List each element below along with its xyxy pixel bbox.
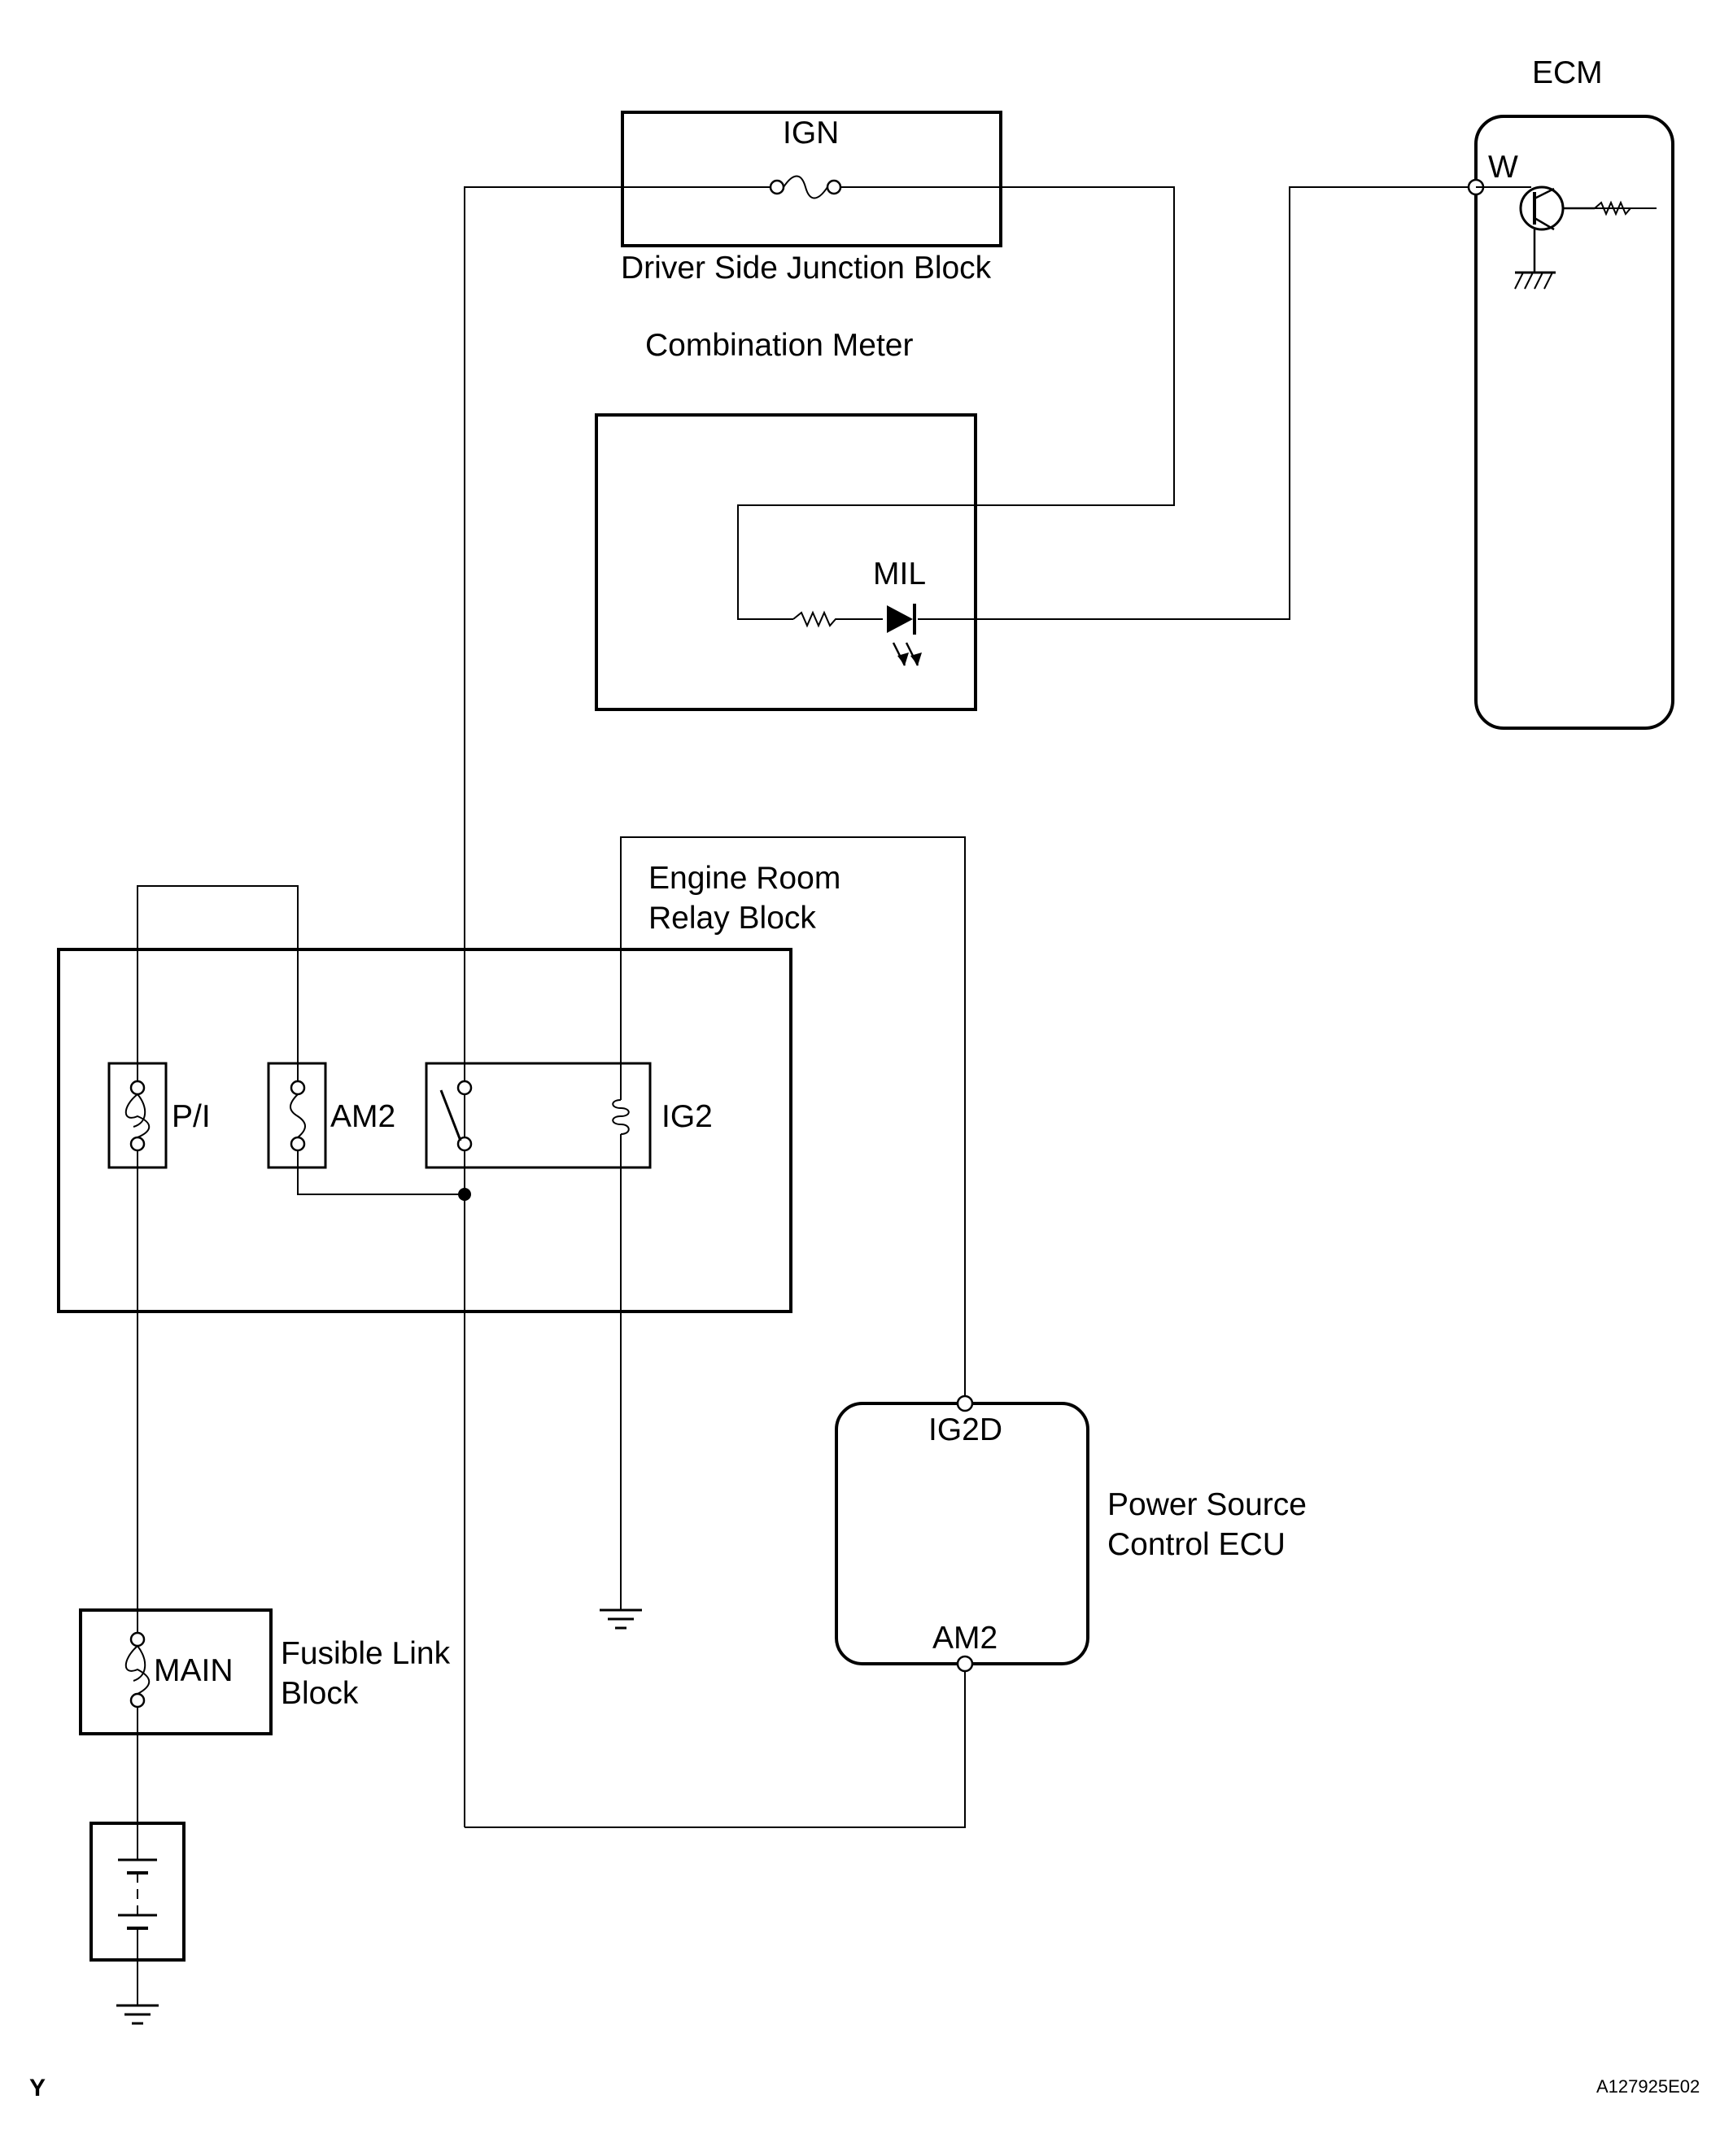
wire-psc-am2-loop: [465, 1664, 966, 1828]
wire-pi-to-am2: [137, 885, 299, 1088]
relay-icon: [439, 1080, 473, 1152]
junction-dot: [458, 1188, 471, 1201]
ground-icon: [600, 1608, 642, 1630]
wire-mil-to-ecm: [918, 186, 1476, 620]
wire-ig2-to-ign: [464, 186, 777, 1827]
power-source-control-ecu-label-1: Power Source: [1107, 1487, 1307, 1522]
wire-ig2d-to-coil: [620, 836, 966, 1403]
combination-meter-box: [595, 413, 977, 711]
driver-junction-block-box: [621, 111, 1002, 247]
fuse-icon: [124, 1631, 151, 1709]
engine-room-relay-block-box: [57, 948, 792, 1313]
ground-icon: [1514, 271, 1556, 290]
battery-icon: [118, 1823, 157, 1960]
ig2d-terminal: [956, 1394, 974, 1412]
engine-room-relay-block-label-1: Engine Room: [648, 861, 840, 896]
fuse-icon: [769, 175, 842, 199]
am2-pin-label: AM2: [932, 1621, 998, 1656]
fusible-link-block-label-2: Block: [281, 1676, 359, 1711]
ig2d-label: IG2D: [928, 1412, 1002, 1447]
driver-junction-block-label: Driver Side Junction Block: [621, 251, 992, 286]
am2-fuse-label: AM2: [330, 1099, 395, 1134]
led-icon: [887, 604, 922, 666]
mil-label: MIL: [873, 556, 926, 591]
ecm-label: ECM: [1532, 55, 1603, 90]
ign-label: IGN: [783, 116, 839, 151]
resistor-icon: [792, 610, 883, 628]
engine-room-relay-block-label-2: Relay Block: [648, 901, 816, 936]
resistor-icon: [1594, 200, 1631, 216]
power-source-control-ecu-label-2: Control ECU: [1107, 1527, 1286, 1562]
wire-am2-to-relay: [297, 1144, 465, 1195]
fusible-link-block-box: [79, 1608, 273, 1735]
combination-meter-label: Combination Meter: [645, 328, 913, 363]
am2-terminal: [956, 1655, 974, 1673]
main-label: MAIN: [154, 1653, 234, 1688]
corner-code-right: A127925E02: [1596, 2076, 1700, 2097]
ig2-relay-box: [425, 1062, 652, 1169]
fuse-icon: [290, 1080, 306, 1152]
ecm-box: [1474, 115, 1674, 730]
corner-code-left: Y: [29, 2075, 46, 2101]
ig2-label: IG2: [661, 1099, 713, 1134]
pi-label: P/I: [172, 1099, 211, 1134]
fusible-link-block-label-1: Fusible Link: [281, 1636, 451, 1671]
ecm-pin-w-label: W: [1488, 150, 1518, 185]
transistor-icon: [1476, 185, 1595, 273]
wire-ign-to-meter: [737, 186, 1175, 620]
ground-icon: [116, 2004, 159, 2025]
relay-icon: [612, 1099, 630, 1135]
fuse-icon: [124, 1080, 151, 1152]
